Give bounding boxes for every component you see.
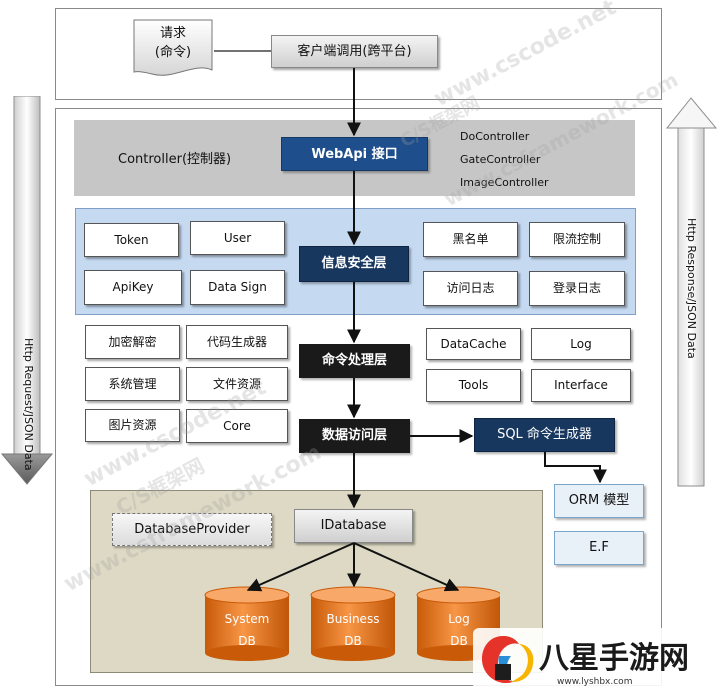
- token-box: Token: [84, 223, 179, 257]
- datacache-box: DataCache: [426, 328, 521, 360]
- business-db-icon: [310, 586, 396, 661]
- http-request-arrow: [0, 96, 54, 485]
- ef-box: E.F: [554, 531, 644, 565]
- system-manage-box: 系统管理: [85, 367, 180, 401]
- encrypt-decrypt-box: 加密解密: [85, 325, 180, 359]
- logo-graphic: 八星手游网 www.lyshbx.com: [473, 628, 713, 690]
- log-db-name: Log: [448, 612, 470, 626]
- access-log-box: 访问日志: [423, 271, 518, 306]
- interface-box: Interface: [531, 369, 631, 402]
- core-box: Core: [186, 409, 288, 443]
- client-call-box: 客户端调用(跨平台): [271, 35, 438, 68]
- rate-limit-box: 限流控制: [529, 222, 625, 257]
- data-access-layer-box: 数据访问层: [299, 419, 410, 453]
- gate-controller-label: GateController: [460, 153, 541, 166]
- image-resource-box: 图片资源: [85, 409, 180, 442]
- blacklist-box: 黑名单: [423, 222, 518, 257]
- security-layer-box: 信息安全层: [299, 246, 409, 282]
- do-controller-label: DoController: [460, 130, 530, 143]
- image-controller-label: ImageController: [460, 176, 549, 189]
- logo-title: 八星手游网: [539, 641, 689, 676]
- controller-label: Controller(控制器): [118, 152, 232, 167]
- webapi-interface-box: WebApi 接口: [281, 137, 428, 171]
- request-connector: [214, 50, 271, 52]
- site-logo: 八星手游网 www.lyshbx.com: [473, 628, 713, 690]
- code-generator-box: 代码生成器: [186, 325, 288, 359]
- orm-model-box: ORM 模型: [554, 484, 644, 518]
- command-layer-box: 命令处理层: [299, 344, 410, 378]
- database-provider-box: DatabaseProvider: [112, 513, 272, 546]
- business-db-name: Business: [326, 612, 380, 626]
- data-sign-box: Data Sign: [190, 270, 285, 305]
- logo-url: www.lyshbx.com: [557, 677, 632, 687]
- login-log-box: 登录日志: [529, 271, 625, 306]
- request-title: 请求: [159, 26, 186, 41]
- business-db-suffix: DB: [344, 634, 362, 648]
- log-box: Log: [531, 328, 631, 360]
- sql-generator-box: SQL 命令生成器: [474, 418, 615, 452]
- system-db-name: System: [224, 612, 270, 626]
- system-db-icon: [204, 586, 290, 661]
- http-request-label: Http Request/JSON Data: [22, 338, 35, 471]
- apikey-box: ApiKey: [84, 270, 182, 305]
- system-db-suffix: DB: [238, 634, 256, 648]
- request-subtitle: (命令): [154, 45, 192, 60]
- idatabase-box: IDatabase: [294, 509, 413, 543]
- database-cylinders: [204, 586, 500, 661]
- document-icon: [133, 19, 213, 76]
- log-db-suffix: DB: [450, 634, 468, 648]
- request-document: 请求 (命令): [132, 18, 214, 78]
- tools-box: Tools: [426, 369, 521, 402]
- user-box: User: [190, 221, 285, 255]
- http-response-arrow: [665, 97, 718, 487]
- http-response-label: Http Response/JSON Data: [685, 218, 698, 359]
- file-resource-box: 文件资源: [186, 367, 288, 401]
